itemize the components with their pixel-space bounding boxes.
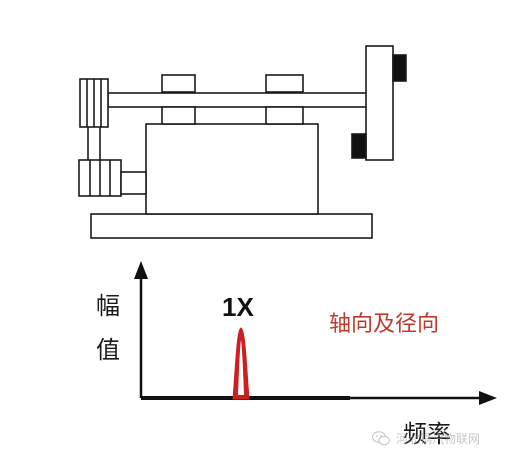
bearing-block-right-bottom — [265, 106, 304, 125]
coupling — [120, 171, 147, 195]
y-axis-label-bottom: 值 — [96, 336, 120, 364]
peak-1x-highlight — [238, 340, 244, 395]
bearing-block-left-bottom — [161, 106, 196, 125]
wechat-icon — [372, 431, 390, 446]
counterweight-top — [392, 54, 407, 82]
base-plate — [90, 213, 373, 239]
machine-schematic — [78, 45, 407, 239]
watermark-text: 河北锅汽物联网 — [396, 432, 481, 446]
watermark: 河北锅汽物联网 — [372, 430, 480, 447]
rotor-disc — [365, 45, 394, 161]
counterweight-bottom — [351, 133, 367, 159]
bearing-block-right-top — [265, 74, 304, 93]
spectrum-axes — [134, 261, 497, 405]
shaft — [107, 92, 371, 108]
y-axis-arrow — [134, 261, 148, 279]
motor-body — [145, 123, 319, 215]
y-axis-label-top: 幅 — [96, 292, 120, 320]
direction-label: 轴向及径向 — [329, 312, 440, 337]
x-axis-label: 频率 — [403, 420, 451, 448]
bearing-block-left-top — [161, 74, 196, 93]
peak-label-1x: 1X — [222, 292, 254, 322]
x-axis-arrow — [479, 391, 497, 405]
